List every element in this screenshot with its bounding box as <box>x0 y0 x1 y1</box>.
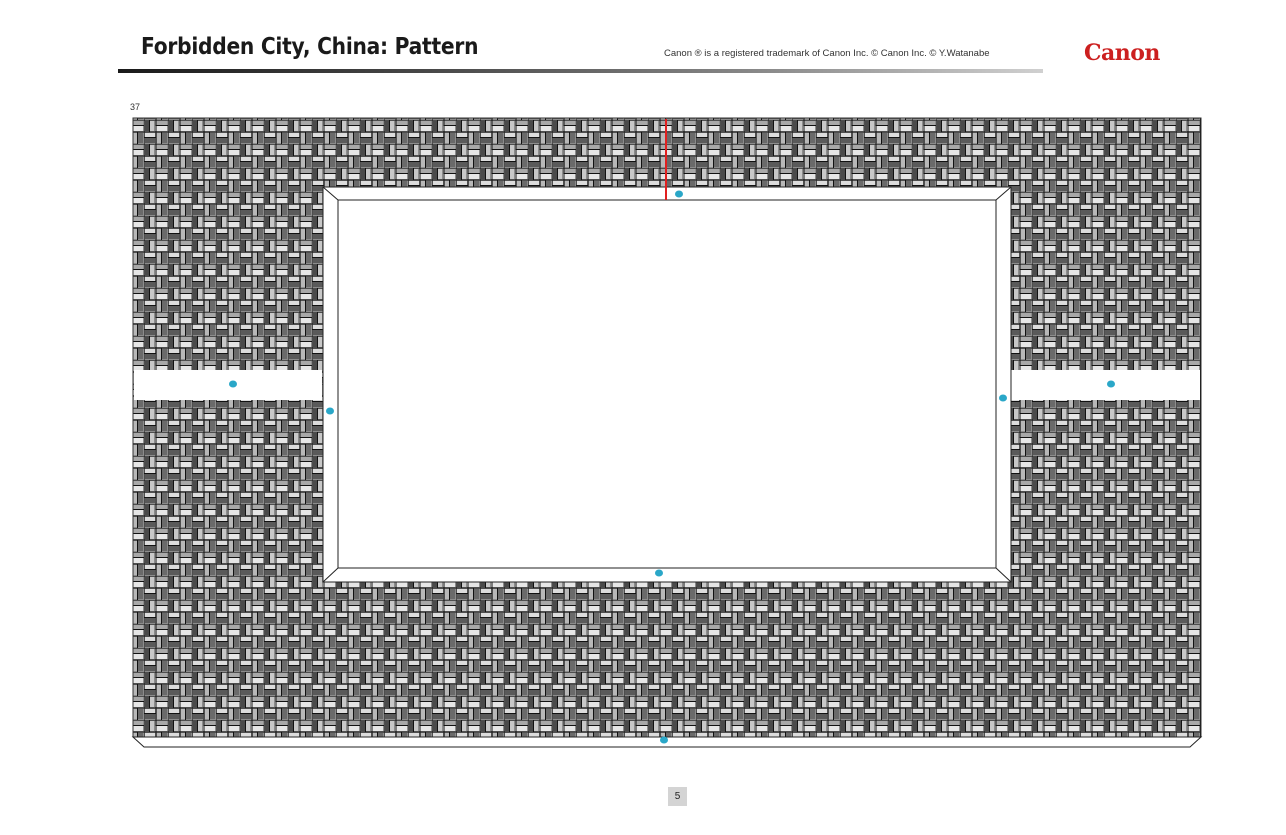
glue-dot <box>326 407 334 415</box>
trademark-notice: Canon ® is a registered trademark of Can… <box>664 48 990 59</box>
glue-dot <box>660 736 668 744</box>
glue-dot <box>1107 380 1115 388</box>
sheet-number: 37 <box>130 102 141 112</box>
canon-logo: Canon <box>1084 40 1160 66</box>
glue-dots <box>229 190 1115 744</box>
header-rule <box>118 69 1043 73</box>
glue-dot <box>655 569 663 577</box>
glue-dot <box>675 190 683 198</box>
center-frame <box>322 186 1012 583</box>
glue-dot <box>999 394 1007 402</box>
page-title: Forbidden City, China: Pattern <box>141 34 479 60</box>
glue-dot <box>229 380 237 388</box>
page-number: 5 <box>668 787 687 806</box>
